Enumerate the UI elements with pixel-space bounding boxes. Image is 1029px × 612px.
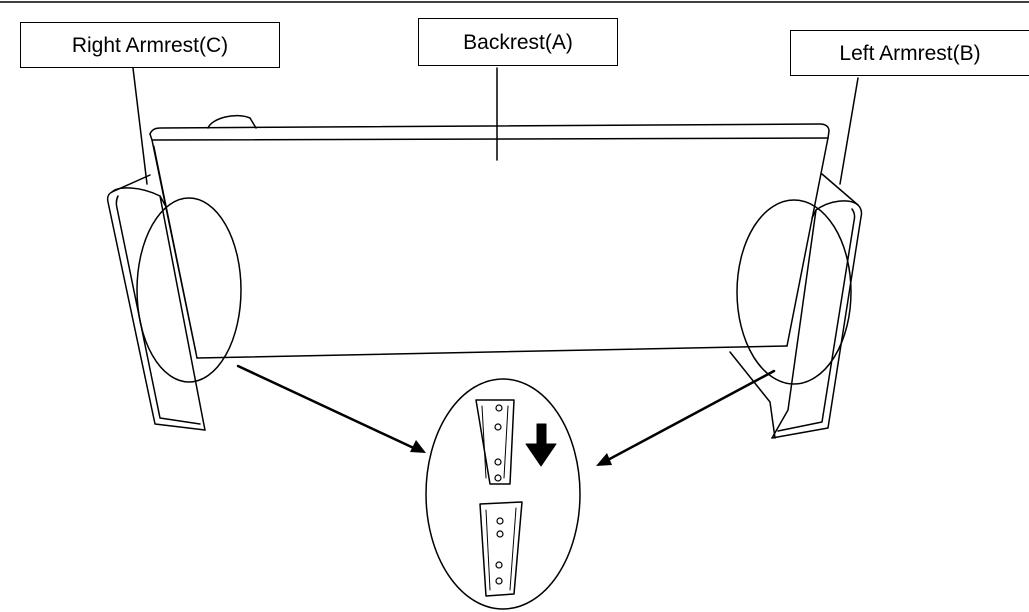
right-armrest-leader-line [132,67,148,185]
detail-pointer-arrows [236,364,776,466]
left-armrest-shape [729,173,863,439]
backrest-panel [149,123,830,359]
bracket-detail-view [425,378,581,610]
rear-cushion-outline [207,114,257,129]
right-joint-highlight-circle [136,197,242,383]
lower-bracket [479,501,523,597]
down-arrow-icon [525,423,557,467]
right-armrest-label: Right Armrest(C) [20,22,280,68]
right-armrest-shape [106,174,206,431]
left-joint-highlight-circle [736,199,852,385]
upper-bracket [475,399,515,485]
left-armrest-leader-line [839,77,859,185]
left-armrest-label: Left Armrest(B) [790,30,1029,76]
backrest-label: Backrest(A) [418,18,618,66]
